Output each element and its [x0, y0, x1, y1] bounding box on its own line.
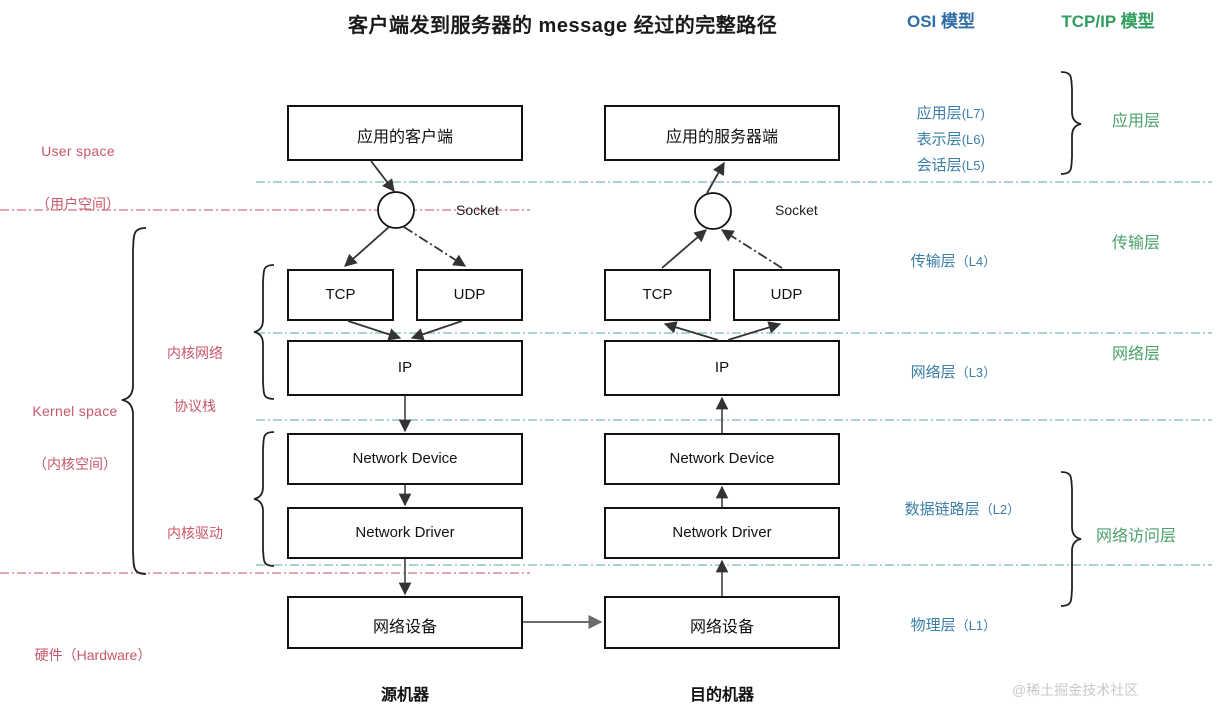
osi-layer-l2-level: （L2）	[979, 501, 1021, 517]
brace-kernel-space	[121, 227, 147, 575]
label-kernel-space-en: Kernel space	[32, 403, 118, 419]
arrow-client-socket-to-tcp	[344, 226, 390, 267]
brace-tcpip-application	[1060, 71, 1082, 175]
arrow-server-tcp-to-socket	[661, 229, 707, 269]
tcpip-layer-network: 网络层	[1112, 346, 1161, 363]
box-client-netdriver	[287, 507, 523, 559]
label-kernel-net-stack: 内核网络 协议栈	[140, 310, 250, 450]
text-server-app: 应用的服务器端	[665, 129, 778, 146]
arrow-server-ip-to-tcp	[663, 321, 719, 341]
text-server-netdriver: Network Driver	[672, 524, 772, 541]
label-user-space-cn: （用户空间）	[36, 195, 120, 212]
osi-layer-l2-name: 数据链路层	[904, 500, 980, 518]
watermark: @稀土掘金技术社区	[1012, 682, 1139, 698]
osi-layer-l3-level: （L3）	[955, 364, 997, 380]
text-client-netdevice: Network Device	[352, 450, 458, 467]
header-osi-model: OSI 模型	[907, 12, 976, 31]
tcpip-layer-application: 应用层	[1112, 113, 1161, 130]
brace-tcpip-network-access	[1060, 471, 1082, 607]
page-title: 客户端发到服务器的 message 经过的完整路径	[348, 15, 778, 37]
text-client-ip: IP	[397, 359, 413, 376]
label-kernel-space-cn: （内核空间）	[33, 455, 117, 472]
label-client-socket: Socket	[456, 202, 499, 218]
osi-layer-l1: 物理层（L1）	[894, 598, 996, 654]
box-server-hwdevice	[604, 596, 840, 649]
osi-layer-l5-name: 会话层	[916, 156, 962, 174]
box-client-ip	[287, 340, 523, 396]
label-kernel-driver: 内核驱动	[140, 490, 250, 578]
arrow-server-ip-to-udp	[727, 321, 782, 341]
osi-layer-l6: 表示层(L6)	[900, 112, 985, 168]
osi-layer-l3-name: 网络层	[910, 363, 956, 381]
box-client-udp	[416, 269, 523, 321]
label-kernel-net-stack-line1: 内核网络	[167, 345, 223, 361]
osi-layer-l7-level: (L7)	[961, 105, 985, 121]
osi-layer-l1-level: （L1）	[955, 617, 997, 633]
label-kernel-net-stack-line2: 协议栈	[174, 397, 216, 414]
arrow-client-tcp-to-ip	[347, 320, 402, 341]
box-client-tcp	[287, 269, 394, 321]
osi-layer-l4-level: （L4）	[955, 253, 997, 269]
label-kernel-driver-text: 内核驱动	[167, 525, 223, 541]
text-server-netdevice: Network Device	[669, 450, 775, 467]
osi-layer-l2: 数据链路层（L2）	[888, 482, 1020, 538]
box-server-app	[604, 105, 840, 161]
osi-layer-l4: 传输层（L4）	[894, 234, 996, 290]
text-client-hwdevice: 网络设备	[372, 619, 437, 636]
label-hardware-text: 硬件（Hardware）	[34, 647, 152, 663]
label-user-space-en: User space	[41, 143, 115, 159]
text-server-ip: IP	[714, 359, 730, 376]
text-client-tcp: TCP	[325, 286, 356, 303]
box-client-netdevice	[287, 433, 523, 485]
text-client-netdriver: Network Driver	[355, 524, 455, 541]
box-server-netdevice	[604, 433, 840, 485]
brace-kernel-driver	[253, 431, 275, 567]
label-kernel-space: Kernel space （内核空间）	[10, 368, 140, 508]
header-tcpip-model: TCP/IP 模型	[1061, 12, 1155, 31]
osi-layer-l5: 会话层(L5)	[900, 138, 985, 194]
box-server-tcp	[604, 269, 711, 321]
brace-kernel-net-stack	[253, 264, 275, 400]
osi-layer-l5-level: (L5)	[961, 157, 985, 173]
arrow-client-app-to-socket	[370, 160, 395, 192]
label-destination-machine: 目的机器	[689, 687, 754, 704]
text-server-udp: UDP	[770, 286, 803, 303]
arrow-client-udp-to-ip	[410, 320, 463, 341]
osi-layer-l6-name: 表示层	[916, 130, 962, 148]
text-server-hwdevice: 网络设备	[689, 619, 754, 636]
socket-circle-server	[694, 192, 732, 230]
box-server-ip	[604, 340, 840, 396]
text-server-tcp: TCP	[642, 286, 673, 303]
osi-layer-l7: 应用层(L7)	[900, 86, 985, 142]
arrow-server-udp-to-socket-dashed	[720, 229, 783, 269]
osi-layer-l3: 网络层（L3）	[894, 345, 996, 401]
box-client-app	[287, 105, 523, 161]
osi-layer-l7-name: 应用层	[916, 104, 962, 122]
arrow-server-socket-to-app	[706, 161, 725, 194]
arrow-client-socket-to-udp-dashed	[403, 226, 467, 267]
label-source-machine: 源机器	[380, 687, 429, 704]
osi-layer-l6-level: (L6)	[961, 131, 985, 147]
box-server-netdriver	[604, 507, 840, 559]
label-hardware: 硬件（Hardware）	[8, 612, 178, 700]
osi-layer-l1-name: 物理层	[910, 616, 956, 634]
tcpip-layer-network-access: 网络访问层	[1096, 528, 1177, 545]
osi-layer-l4-name: 传输层	[910, 252, 956, 270]
socket-circle-client	[377, 191, 415, 229]
label-server-socket: Socket	[775, 202, 818, 218]
text-client-app: 应用的客户端	[356, 129, 453, 146]
tcpip-layer-transport: 传输层	[1112, 235, 1161, 252]
box-client-hwdevice	[287, 596, 523, 649]
text-client-udp: UDP	[453, 286, 486, 303]
box-server-udp	[733, 269, 840, 321]
label-user-space: User space （用户空间）	[18, 108, 138, 248]
